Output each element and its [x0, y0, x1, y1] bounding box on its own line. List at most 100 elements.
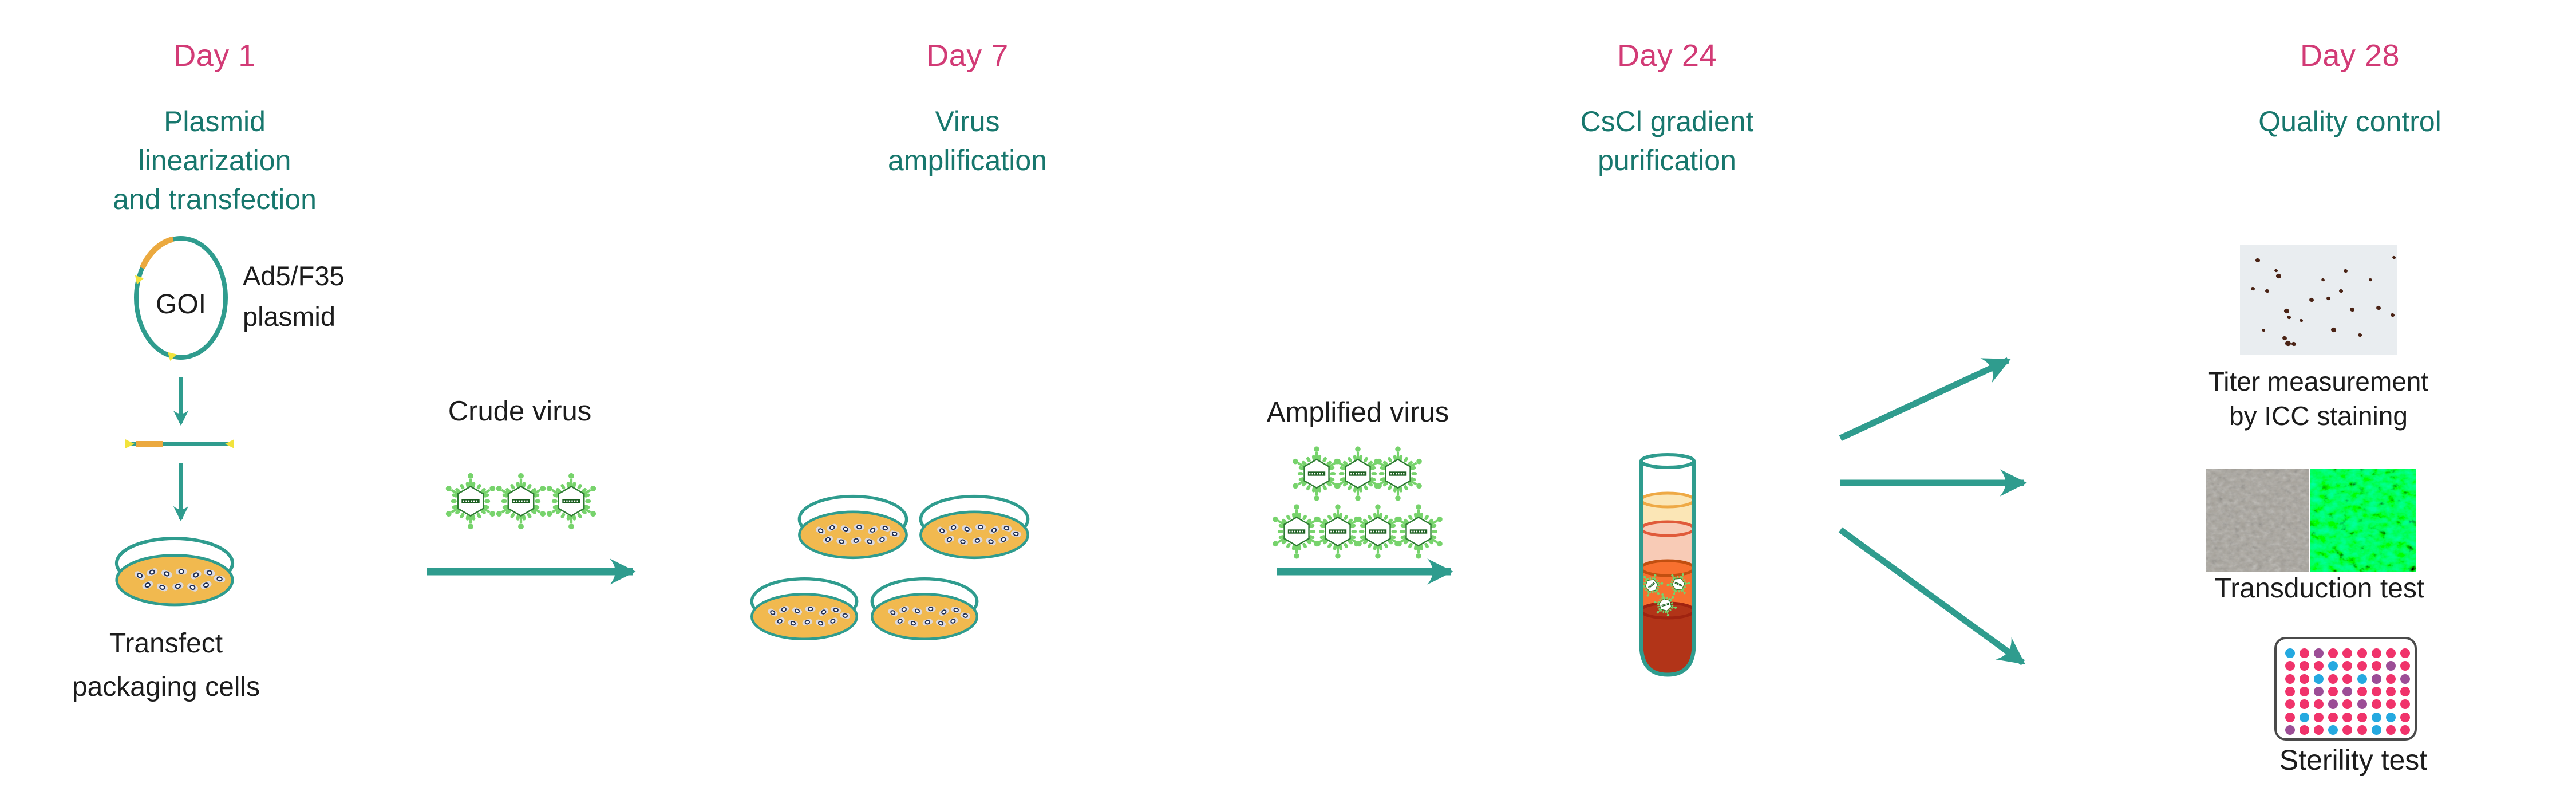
well-dot: [2285, 686, 2295, 696]
well-dot: [2342, 725, 2353, 735]
virus-icon: [1313, 504, 1362, 558]
fan-arrow-icon: [1839, 357, 2011, 441]
icc-micrograph-image: [2240, 245, 2397, 355]
step3-title: CsCl gradient purification: [1552, 102, 1781, 180]
well-dot: [2371, 674, 2381, 684]
well-dot: [2371, 699, 2381, 710]
well-dot: [2357, 699, 2367, 710]
itr-arrow-icon: [168, 352, 177, 361]
well-plate-icon: [2274, 637, 2417, 741]
well-dot: [2300, 686, 2310, 696]
well-dot: [2400, 699, 2410, 710]
petri-dish-icon: [917, 490, 1032, 566]
well-dot: [2385, 648, 2396, 658]
stained-cell-dot: [2349, 307, 2355, 313]
itr-arrow-icon: [225, 439, 234, 448]
stained-cell-dot: [2368, 277, 2373, 282]
itr-arrow-icon: [125, 439, 135, 448]
stained-cell-dot: [2264, 288, 2270, 294]
transduction-caption: Transduction test: [2214, 573, 2425, 604]
well-dot: [2285, 699, 2295, 710]
well-dot: [2314, 725, 2324, 735]
titer-caption: Titer measurement by ICC staining: [2208, 367, 2429, 431]
well-dot: [2385, 674, 2396, 684]
linearized-plasmid-icon: [125, 439, 234, 448]
transduction-images: [2206, 469, 2416, 572]
stained-cell-dot: [2390, 312, 2396, 318]
virus-icon: [445, 473, 496, 529]
petri-dish-icon: [868, 573, 981, 647]
stained-cell-dot: [2291, 341, 2297, 347]
stained-cell-dot: [2275, 273, 2282, 280]
well-dot: [2357, 712, 2367, 722]
plasmid-name-label: Ad5/F35 plasmid: [243, 261, 345, 332]
well-dot: [2371, 725, 2381, 735]
well-dot: [2300, 674, 2310, 684]
fluorescence-micrograph-image: [2310, 469, 2416, 572]
well-dot: [2314, 712, 2324, 722]
virus-icon: [495, 473, 547, 529]
virus-icon: [1353, 504, 1402, 558]
stained-cell-dot: [2357, 332, 2362, 338]
well-dot: [2300, 648, 2310, 658]
well-dot: [2385, 699, 2396, 710]
crude-virus-icons: [438, 470, 604, 534]
gradient-band-edge: [1639, 491, 1696, 509]
day1-header: Day 1: [173, 38, 256, 73]
well-dot: [2314, 674, 2324, 684]
step1-title-line2: and transfection: [113, 183, 317, 215]
well-dot: [2285, 712, 2295, 722]
well-dot: [2342, 661, 2353, 671]
stained-cell-dot: [2299, 318, 2304, 323]
well-dot: [2328, 699, 2338, 710]
virus-icon: [1291, 446, 1341, 501]
down-arrow-icon: [173, 463, 189, 522]
well-dot: [2342, 686, 2353, 696]
well-dot: [2342, 648, 2353, 658]
fan-arrows: [1838, 357, 2027, 666]
well-dot: [2300, 661, 2310, 671]
day24-header: Day 24: [1617, 38, 1717, 73]
well-dot: [2400, 686, 2410, 696]
plasmid-insert-arc: [139, 236, 174, 270]
flow-arrow-icon: [1277, 558, 1453, 585]
well-dot: [2285, 661, 2295, 671]
step4-title-line1: Quality control: [2258, 105, 2441, 137]
stained-cell-dot: [2274, 269, 2279, 273]
well-dot: [2328, 661, 2338, 671]
itr-arrow-icon: [135, 275, 144, 285]
well-dot: [2385, 686, 2396, 696]
well-dot: [2385, 661, 2396, 671]
well-dot: [2342, 712, 2353, 722]
stained-cell-dot: [2255, 257, 2261, 263]
stained-cell-dot: [2391, 255, 2396, 260]
well-dot: [2400, 725, 2410, 735]
well-dot: [2300, 699, 2310, 710]
gradient-band-edge: [1639, 520, 1696, 537]
well-dot: [2400, 674, 2410, 684]
well-dot: [2371, 686, 2381, 696]
transfect-caption: Transfect packaging cells: [72, 628, 260, 702]
step4-title: Quality control: [2235, 102, 2464, 141]
well-dot: [2371, 648, 2381, 658]
well-dot: [2357, 661, 2367, 671]
down-arrow-icon: [173, 377, 189, 426]
virus-icon: [546, 473, 597, 529]
stained-cell-dot: [2283, 308, 2290, 314]
well-dot: [2371, 661, 2381, 671]
step3-title-line1: CsCl gradient: [1580, 105, 1754, 137]
virus-icon: [1393, 504, 1443, 558]
well-dot: [2357, 686, 2367, 696]
flow-arrow-icon: [427, 558, 636, 585]
day28-header: Day 28: [2300, 38, 2400, 73]
step2-title-line1: Virus amplification: [888, 105, 1047, 176]
well-dot: [2300, 725, 2310, 735]
well-dot: [2314, 699, 2324, 710]
stained-cell-dot: [2286, 314, 2292, 320]
petri-dish-icon: [748, 573, 860, 647]
step2-title: Virus amplification: [853, 102, 1082, 180]
well-dot: [2328, 674, 2338, 684]
fan-arrow-icon: [1838, 527, 2026, 666]
step1-title: Plasmid linearization and transfection: [100, 102, 329, 219]
well-dot: [2371, 712, 2381, 722]
